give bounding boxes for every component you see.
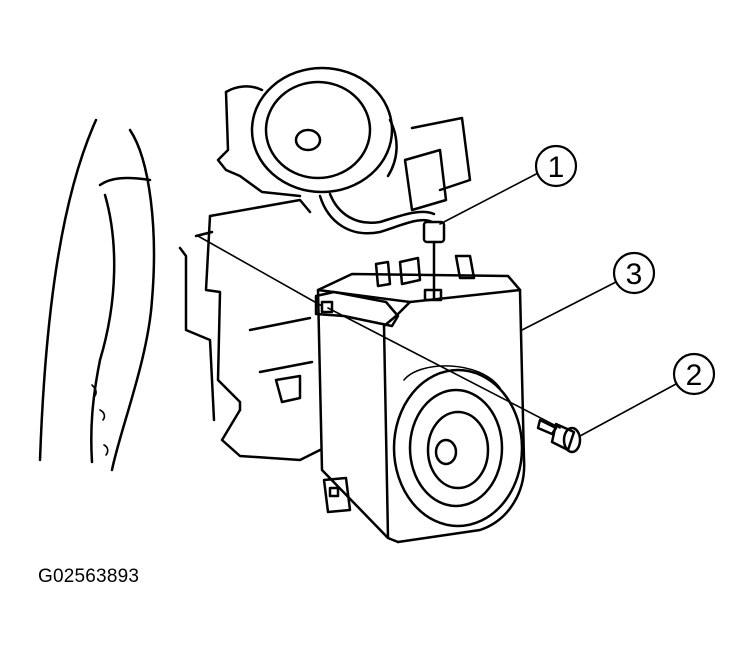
mounting-frame [178,198,322,462]
body-panel-outline [38,118,156,472]
leader-lines [439,171,677,437]
connector [422,220,446,302]
callout-1: 1 [534,144,578,188]
callout-3: 3 [612,251,656,295]
speaker-enclosure [314,254,526,544]
wire-harness [318,192,436,235]
callout-3-label: 3 [626,258,643,291]
callout-2-label: 2 [686,359,703,392]
alignment-guide-line [197,235,561,429]
bolt [536,418,582,454]
callout-2: 2 [672,352,716,396]
callout-1-label: 1 [548,151,565,184]
figure-id: G02563893 [38,566,140,587]
upper-speaker-housing [216,66,472,212]
